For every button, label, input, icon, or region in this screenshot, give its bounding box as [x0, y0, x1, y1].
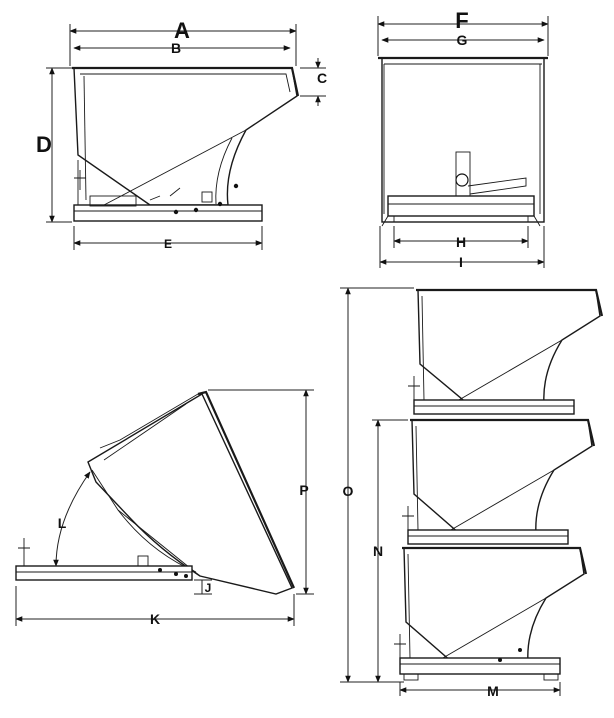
label-b: B: [171, 40, 181, 56]
label-e: E: [164, 237, 172, 251]
label-n: N: [373, 543, 383, 559]
label-j: J: [205, 581, 212, 595]
label-a: A: [174, 18, 190, 43]
label-p: P: [299, 482, 308, 498]
label-c: C: [317, 70, 327, 86]
label-k: K: [150, 611, 160, 627]
label-d: D: [36, 132, 52, 157]
label-o: O: [343, 483, 354, 499]
label-m: M: [487, 683, 499, 699]
side-view: A B C D E: [36, 18, 327, 251]
front-view: F G H I: [377, 8, 549, 270]
tilted-view: L J K P: [15, 389, 314, 627]
label-g: G: [457, 32, 468, 48]
label-i: I: [459, 254, 463, 270]
label-h: H: [456, 234, 466, 250]
stacked-view: O N M: [340, 287, 604, 699]
label-l: L: [58, 515, 67, 531]
label-f: F: [455, 8, 468, 33]
